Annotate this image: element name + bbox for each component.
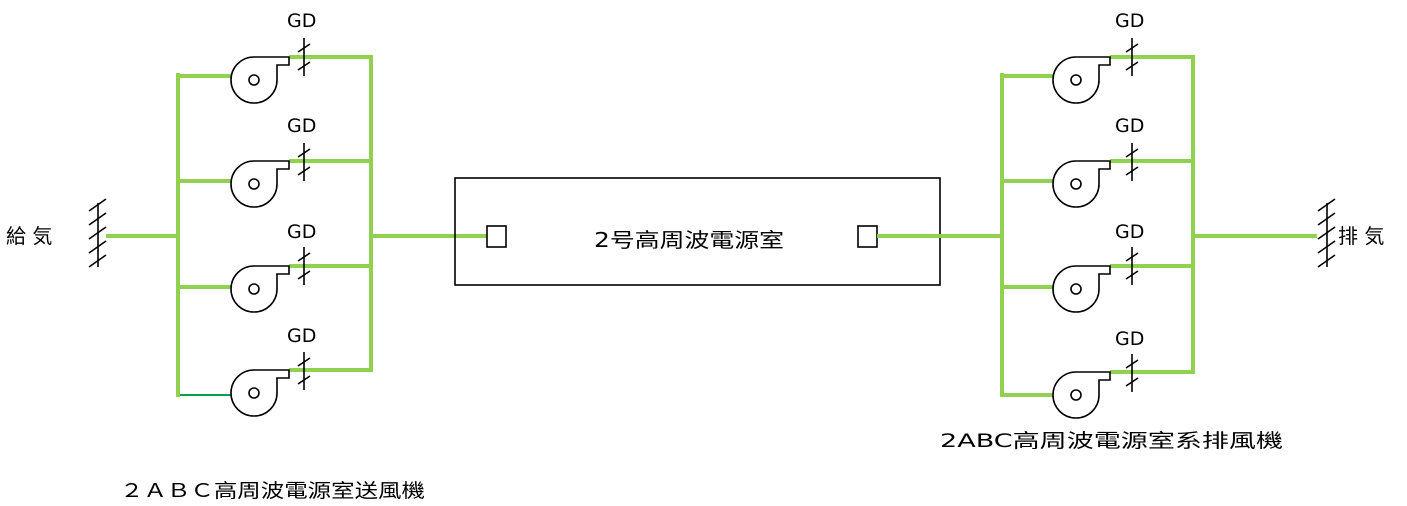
exhaust-damper-1 [1125, 38, 1139, 76]
supply-fan-4 [230, 369, 290, 417]
exhaust-fans-caption: 2ABC高周波電源室系排風機 [940, 430, 1283, 452]
exhaust-fan-2 [1052, 160, 1111, 208]
supply-damper-2-label: GD [287, 115, 316, 137]
supply-damper-1-label: GD [287, 10, 316, 32]
exhaust-damper-4-label: GD [1115, 328, 1144, 350]
room-label: 2号高周波電源室 [594, 228, 784, 252]
exhaust-louver [1317, 198, 1336, 268]
supply-fans-caption: ２ＡＢＣ高周波電源室送風機 [120, 480, 425, 502]
exhaust-damper-3-label: GD [1115, 221, 1144, 243]
supply-damper-3-label: GD [287, 221, 316, 243]
exhaust-fan-4 [1052, 371, 1111, 419]
exhaust-damper-1-label: GD [1115, 10, 1144, 32]
exhaust-damper-3 [1125, 247, 1139, 285]
supply-fan-2 [230, 160, 290, 208]
intake-label: 給 気 [6, 224, 52, 248]
supply-damper-3 [297, 247, 311, 285]
exhaust-fan-1 [1052, 56, 1111, 104]
intake-louver [88, 198, 107, 268]
room-outline [454, 177, 941, 286]
supply-damper-4 [297, 352, 311, 390]
supply-system: 給 気 [6, 10, 487, 502]
supply-damper-1 [297, 38, 311, 76]
power-supply-room: 2号高周波電源室 [454, 177, 941, 286]
supply-fan-1 [230, 56, 290, 104]
exhaust-opening [857, 225, 878, 248]
exhaust-fan-3 [1052, 265, 1111, 313]
exhaust-label: 排 気 [1338, 224, 1384, 248]
exhaust-system: GD GD GD GD 排 気 2ABC高周波電源室系排風機 [877, 10, 1384, 452]
supply-opening [486, 225, 507, 248]
exhaust-damper-4 [1125, 354, 1139, 392]
supply-damper-2 [297, 143, 311, 181]
exhaust-damper-2-label: GD [1115, 115, 1144, 137]
supply-fan-3 [230, 265, 290, 313]
supply-damper-4-label: GD [287, 325, 316, 347]
exhaust-damper-2 [1125, 143, 1139, 181]
